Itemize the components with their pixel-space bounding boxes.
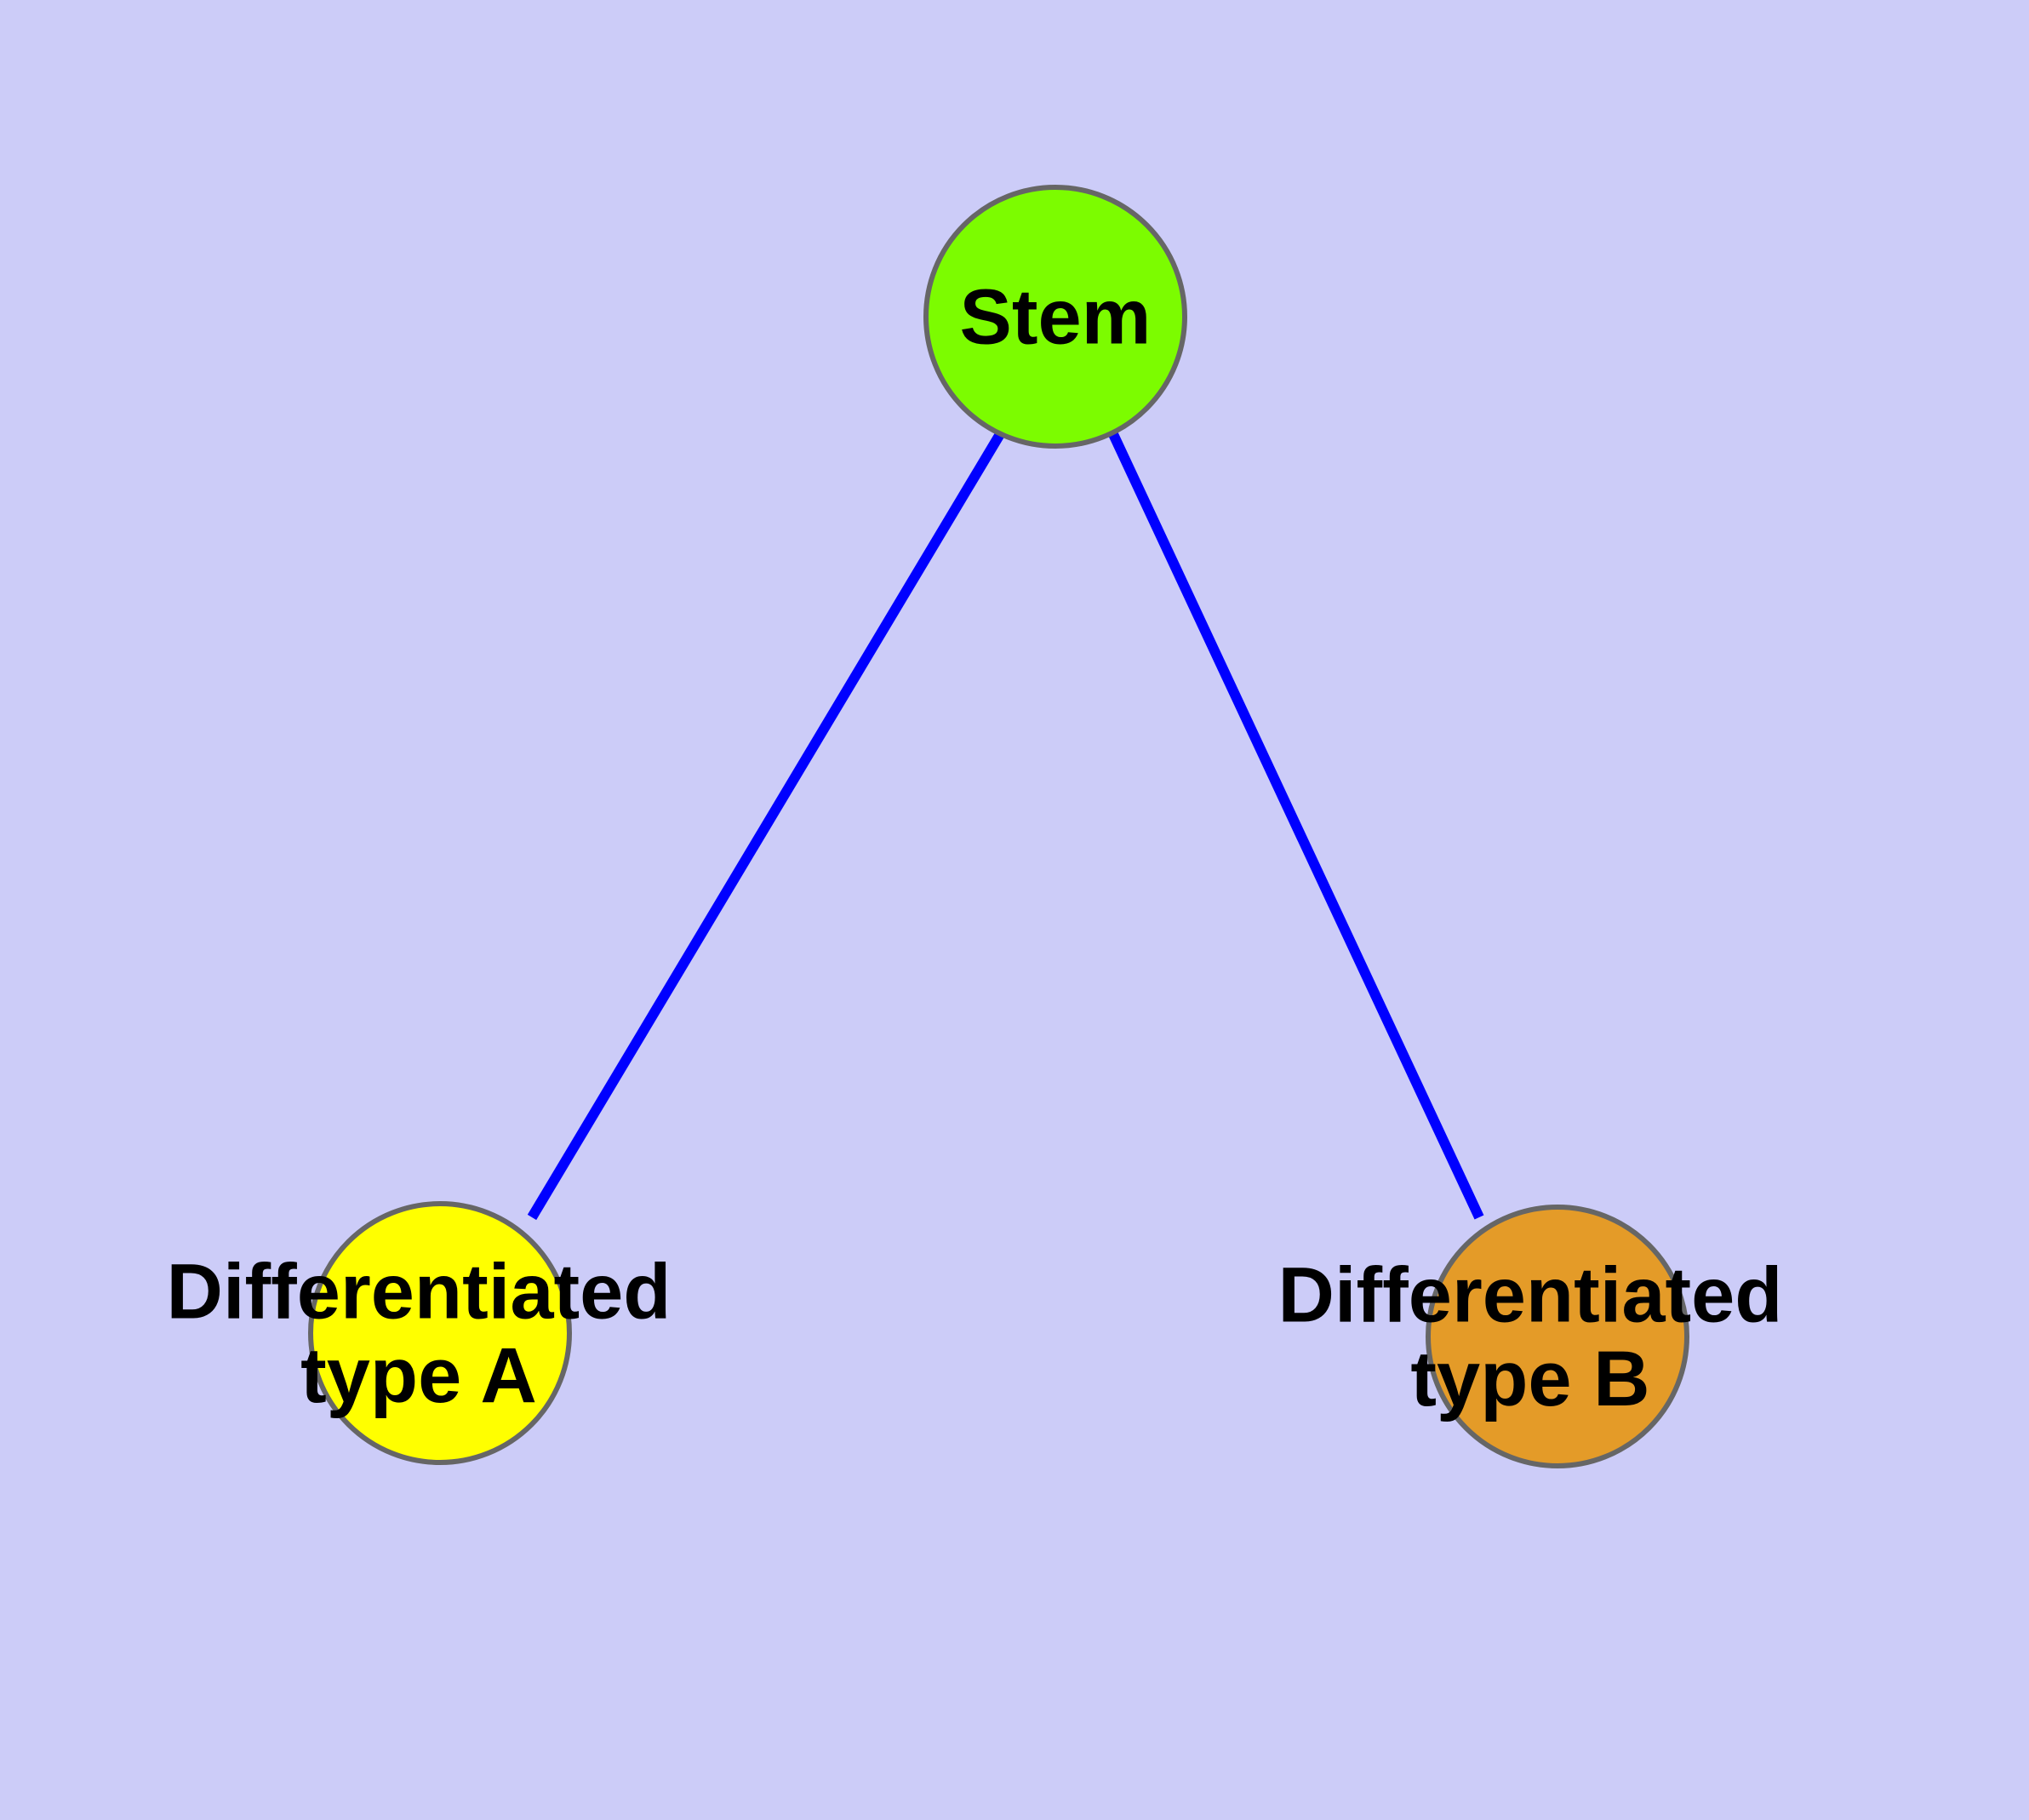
nodes-layer [308, 185, 1689, 1468]
node-label-line: Differentiated [167, 1249, 672, 1336]
graph-node-diff_b[interactable] [1426, 1205, 1689, 1468]
node-label-stem: Stem [960, 274, 1152, 361]
graph-node-stem[interactable] [923, 185, 1187, 449]
graph-edge[interactable] [1108, 432, 1484, 1220]
node-label-line: Stem [960, 274, 1152, 361]
graph-node-diff_a[interactable] [308, 1201, 572, 1465]
node-label-line: type B [1410, 1336, 1649, 1422]
graph-edge[interactable] [527, 431, 1005, 1221]
edges-layer [527, 431, 1484, 1221]
node-label-line: type A [300, 1332, 537, 1419]
node-label-line: Differentiated [1278, 1252, 1783, 1339]
